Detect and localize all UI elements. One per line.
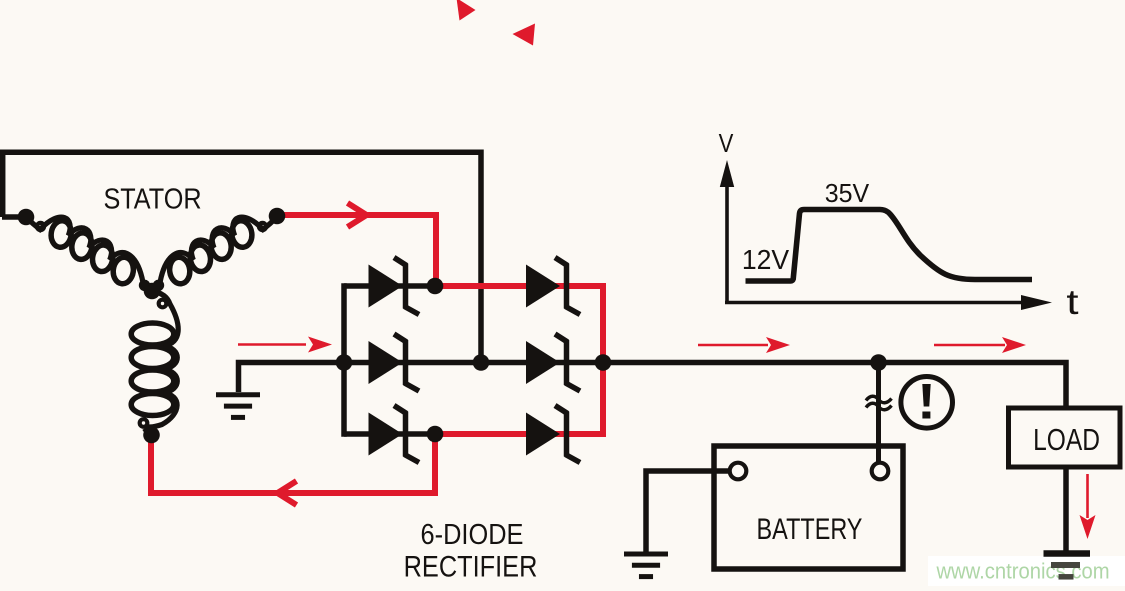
- svg-text:LOAD: LOAD: [1033, 422, 1100, 456]
- svg-text:STATOR: STATOR: [103, 182, 201, 215]
- svg-text:RECTIFIER: RECTIFIER: [404, 549, 538, 582]
- svg-text:www.cntronics.com: www.cntronics.com: [935, 560, 1109, 584]
- svg-text:V: V: [719, 129, 734, 158]
- svg-text:BATTERY: BATTERY: [757, 512, 863, 545]
- svg-text:6-DIODE: 6-DIODE: [421, 517, 524, 550]
- svg-text:35V: 35V: [825, 179, 869, 208]
- svg-text:12V: 12V: [742, 243, 790, 275]
- svg-text:t: t: [1066, 283, 1078, 322]
